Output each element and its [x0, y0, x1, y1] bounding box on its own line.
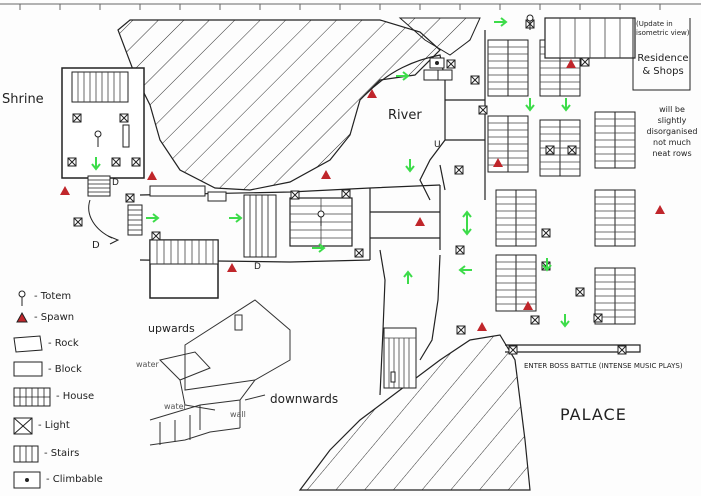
totem-icon [18, 290, 26, 306]
shrine-label: Shrine [2, 92, 44, 107]
house-icon [13, 387, 51, 407]
downwards-label: downwards [270, 392, 339, 406]
legend-climbable: - Climbable [46, 474, 103, 485]
light-icon [13, 417, 33, 435]
legend-icons [13, 290, 51, 489]
boss-battle-note: ENTER BOSS BATTLE (INTENSE MUSIC PLAYS) [524, 362, 683, 370]
block-icon [13, 361, 43, 377]
rock-mountain-top [117, 19, 441, 191]
water-label: water [136, 360, 159, 369]
ruler [0, 3, 701, 10]
climbable-icon [13, 471, 41, 489]
house-center [289, 189, 364, 258]
residence-note: Residence & Shops [637, 53, 689, 77]
stairs-icon [13, 445, 39, 463]
water-label-2: water [164, 402, 187, 411]
upwards-label: upwards [148, 322, 195, 335]
legend-light: - Light [38, 420, 70, 431]
legend-rock: - Rock [48, 338, 79, 349]
stairs-middle [243, 194, 277, 258]
legend-stairs: - Stairs [44, 448, 80, 459]
legend-totem: - Totem [34, 291, 72, 302]
house-lower-left [149, 231, 219, 299]
wall-label: wall [230, 410, 246, 419]
stairs-shrine [87, 175, 143, 236]
legend-house: - House [56, 391, 95, 402]
block [149, 185, 206, 197]
isometric-note: (Update in isometric view) [636, 20, 690, 37]
residence-houses [487, 17, 636, 325]
legend-spawn: - Spawn [34, 312, 75, 323]
river-label: River [388, 108, 422, 123]
climbable-platform [423, 57, 456, 81]
disorganised-note: will be slightly disorganised not much n… [646, 105, 698, 158]
down-marker-2: D [92, 240, 100, 251]
rock-icon [13, 335, 43, 353]
rock-top-right [398, 17, 481, 56]
spawn-icon [16, 312, 28, 323]
legend-block: - Block [48, 364, 82, 375]
down-marker-3: D [254, 262, 261, 272]
down-marker: D [112, 178, 119, 188]
shrine-building [61, 67, 145, 179]
building-lower-middle [383, 325, 466, 389]
up-marker: U [434, 140, 441, 150]
river [364, 54, 446, 396]
rock-bottom-right [298, 334, 531, 491]
isometric-sketch [149, 299, 291, 446]
palace-label: PALACE [560, 405, 627, 424]
